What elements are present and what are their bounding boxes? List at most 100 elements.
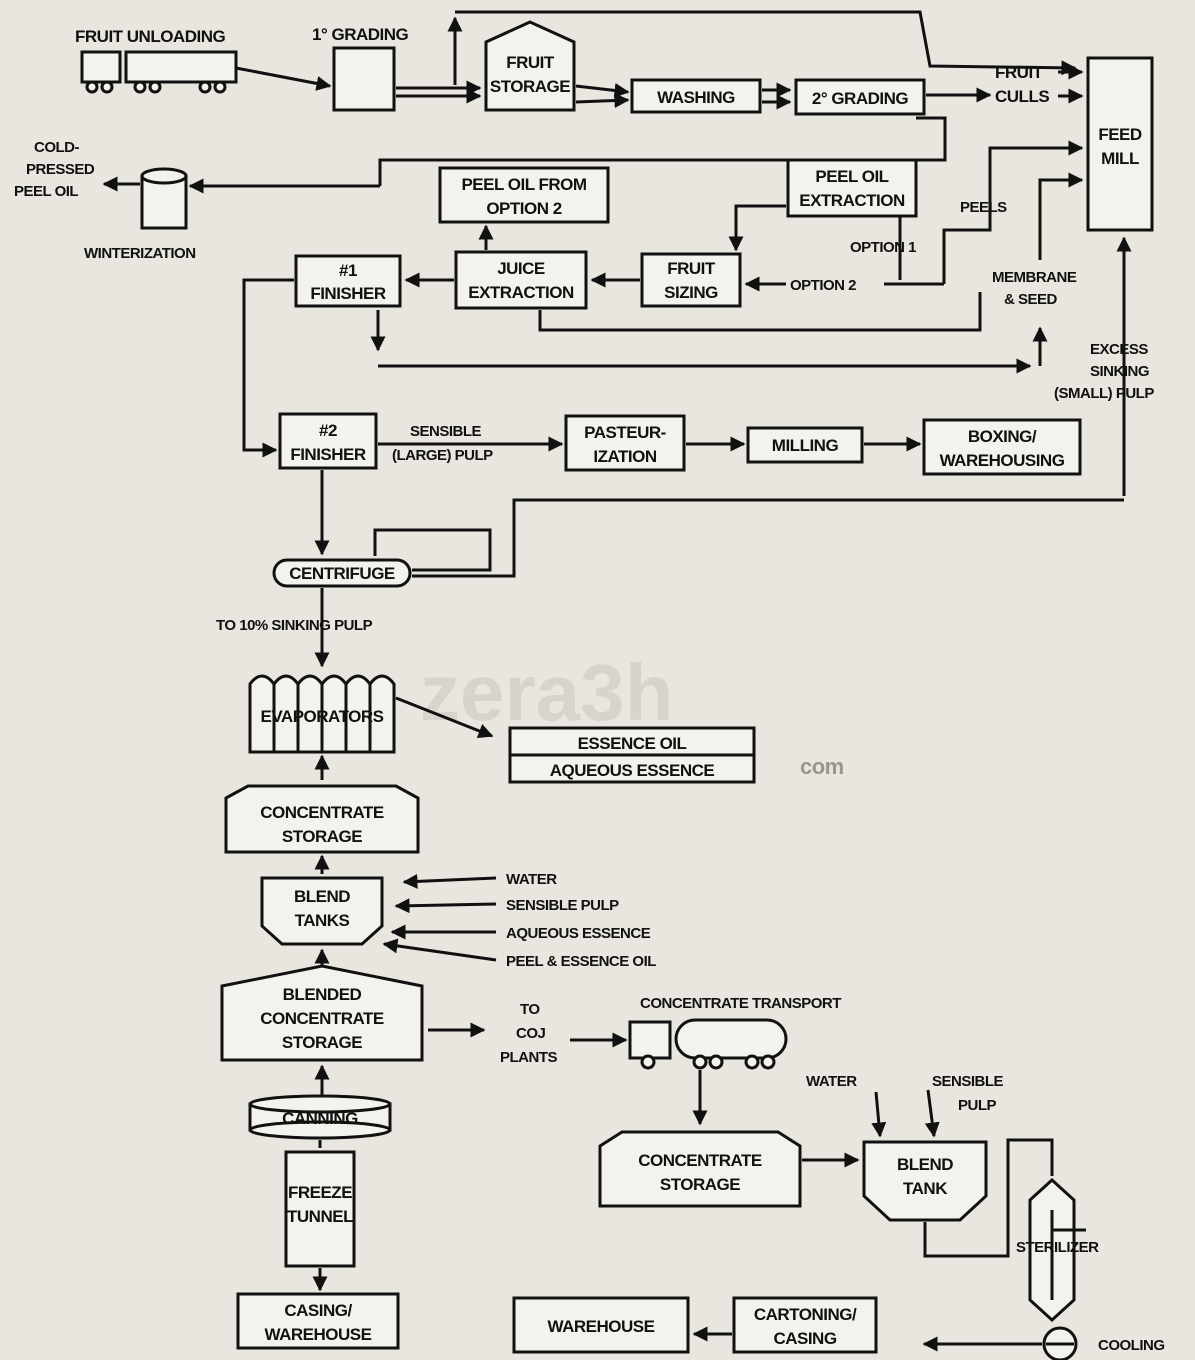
blended-storage-box [220, 964, 424, 1062]
cooling-icon [1042, 1326, 1078, 1360]
cold-pressed-l1: COLD- [34, 139, 79, 156]
cartoning-l2: CASING [773, 1329, 836, 1348]
excess-sinking-l2: SINKING [1090, 363, 1149, 380]
blended-storage-l1: BLENDED [283, 985, 362, 1004]
casing-warehouse-l1: CASING/ [284, 1301, 352, 1320]
blend-tanks-box [260, 876, 384, 946]
peel-oil-extraction-l2: EXTRACTION [799, 191, 905, 210]
grading2-label: 2° GRADING [812, 89, 909, 108]
blend-tank-l2: TANK [903, 1179, 948, 1198]
freeze-tunnel-box [284, 1150, 356, 1268]
feed-mill-box [1086, 56, 1154, 232]
blended-storage-l3: STORAGE [282, 1033, 362, 1052]
canning-label: CANNING [282, 1109, 358, 1128]
option2-label: OPTION 2 [790, 277, 856, 294]
centrifuge-label: CENTRIFUGE [289, 564, 395, 583]
concentrate-storage2-l1: CONCENTRATE [638, 1151, 762, 1170]
option1-label: OPTION 1 [850, 239, 916, 256]
milling-label: MILLING [772, 436, 839, 455]
finisher1-box [294, 254, 402, 308]
to-coj-l2: COJ [516, 1025, 546, 1042]
excess-sinking-l3: (SMALL) PULP [1054, 385, 1154, 402]
blend-input-peel-essence-oil: PEEL & ESSENCE OIL [506, 953, 656, 970]
fruit-sizing-box [640, 252, 742, 308]
juice-extraction-box [454, 250, 588, 310]
excess-sinking-l1: EXCESS [1090, 341, 1148, 358]
fruit-sizing-l2: SIZING [664, 283, 718, 302]
concentrate-storage-l2: STORAGE [282, 827, 362, 846]
milling-box [746, 426, 864, 464]
sterilizer-label: STERILIZER [1016, 1239, 1099, 1256]
finisher1-l1: #1 [339, 261, 357, 280]
sensible-pulp2-l1: SENSIBLE [932, 1073, 1004, 1090]
washing-label: WASHING [657, 88, 735, 107]
juice-extraction-l1: JUICE [497, 259, 545, 278]
blend-input-aqueous-essence: AQUEOUS ESSENCE [506, 925, 651, 942]
warehouse-box [512, 1296, 690, 1354]
cartoning-l1: CARTONING/ [754, 1305, 857, 1324]
blended-storage-l2: CONCENTRATE [260, 1009, 384, 1028]
concentrate-storage2-l2: STORAGE [660, 1175, 740, 1194]
evaporators-icon [248, 674, 396, 754]
essence-oil-label: ESSENCE OIL [578, 734, 687, 753]
truck-icon [80, 50, 238, 94]
boxing-box [922, 418, 1082, 476]
fruit-culls-l2: CULLS [995, 87, 1049, 106]
cartoning-box [732, 1296, 878, 1354]
peel-oil-extraction-l1: PEEL OIL [815, 167, 888, 186]
canning-icon [248, 1094, 392, 1140]
finisher2-l2: FINISHER [290, 445, 366, 464]
casing-warehouse-l2: WAREHOUSE [265, 1325, 372, 1344]
winterization-tank-icon [140, 167, 188, 230]
fruit-unloading-label: FRUIT UNLOADING [75, 27, 225, 46]
to-coj-l3: PLANTS [500, 1049, 557, 1066]
cold-pressed-l3: PEEL OIL [14, 183, 78, 200]
blend-input-water: WATER [506, 871, 557, 888]
sensible-pulp-l1: SENSIBLE [410, 423, 482, 440]
aqueous-essence-label: AQUEOUS ESSENCE [550, 761, 715, 780]
fruit-storage-box [484, 20, 576, 112]
watermark: zera3h [420, 648, 673, 737]
feed-mill-l1: FEED [1098, 125, 1142, 144]
fruit-sizing-l1: FRUIT [667, 259, 716, 278]
to-coj-l1: TO [520, 1001, 540, 1018]
winterization-label: WINTERIZATION [84, 245, 196, 262]
finisher2-box [278, 412, 378, 470]
grading2-box [794, 78, 926, 116]
fruit-culls-l1: FRUIT [995, 63, 1044, 82]
grading1-box [332, 46, 396, 112]
feed-mill-l2: MILL [1101, 149, 1139, 168]
finisher1-l2: FINISHER [310, 284, 386, 303]
peel-oil-option2-l2: OPTION 2 [486, 199, 561, 218]
concentrate-transport-label: CONCENTRATE TRANSPORT [640, 995, 841, 1012]
fruit-storage-l2: STORAGE [490, 77, 570, 96]
fruit-storage-l1: FRUIT [506, 53, 555, 72]
warehouse-label: WAREHOUSE [548, 1317, 655, 1336]
centrifuge-box [272, 558, 412, 588]
cooling-label: COOLING [1098, 1337, 1165, 1354]
watermark-sub: com [800, 754, 844, 779]
blend-tank-box [862, 1140, 988, 1222]
blend-input-sensible-pulp: SENSIBLE PULP [506, 897, 619, 914]
peel-oil-option2-l1: PEEL OIL FROM [461, 175, 586, 194]
concentrate-storage-l1: CONCENTRATE [260, 803, 384, 822]
to-sinking-label: TO 10% SINKING PULP [216, 617, 373, 634]
finisher2-l1: #2 [319, 421, 337, 440]
pasteurization-l2: IZATION [593, 447, 656, 466]
washing-box [630, 78, 762, 114]
boxing-l2: WAREHOUSING [940, 451, 1065, 470]
water2-label: WATER [806, 1073, 857, 1090]
casing-warehouse-box [236, 1292, 400, 1350]
sensible-pulp2-l2: PULP [958, 1097, 997, 1114]
boxing-l1: BOXING/ [968, 427, 1037, 446]
peels-label: PEELS [960, 199, 1007, 216]
freeze-tunnel-l1: FREEZE [288, 1183, 352, 1202]
concentrate-storage2-box [598, 1130, 802, 1208]
concentrate-storage-box [224, 784, 420, 854]
membrane-seed-l2: & SEED [1004, 291, 1058, 308]
sensible-pulp-l2: (LARGE) PULP [392, 447, 493, 464]
blend-tanks-l1: BLEND [294, 887, 350, 906]
pasteurization-box [564, 414, 686, 472]
blend-tanks-l2: TANKS [295, 911, 350, 930]
